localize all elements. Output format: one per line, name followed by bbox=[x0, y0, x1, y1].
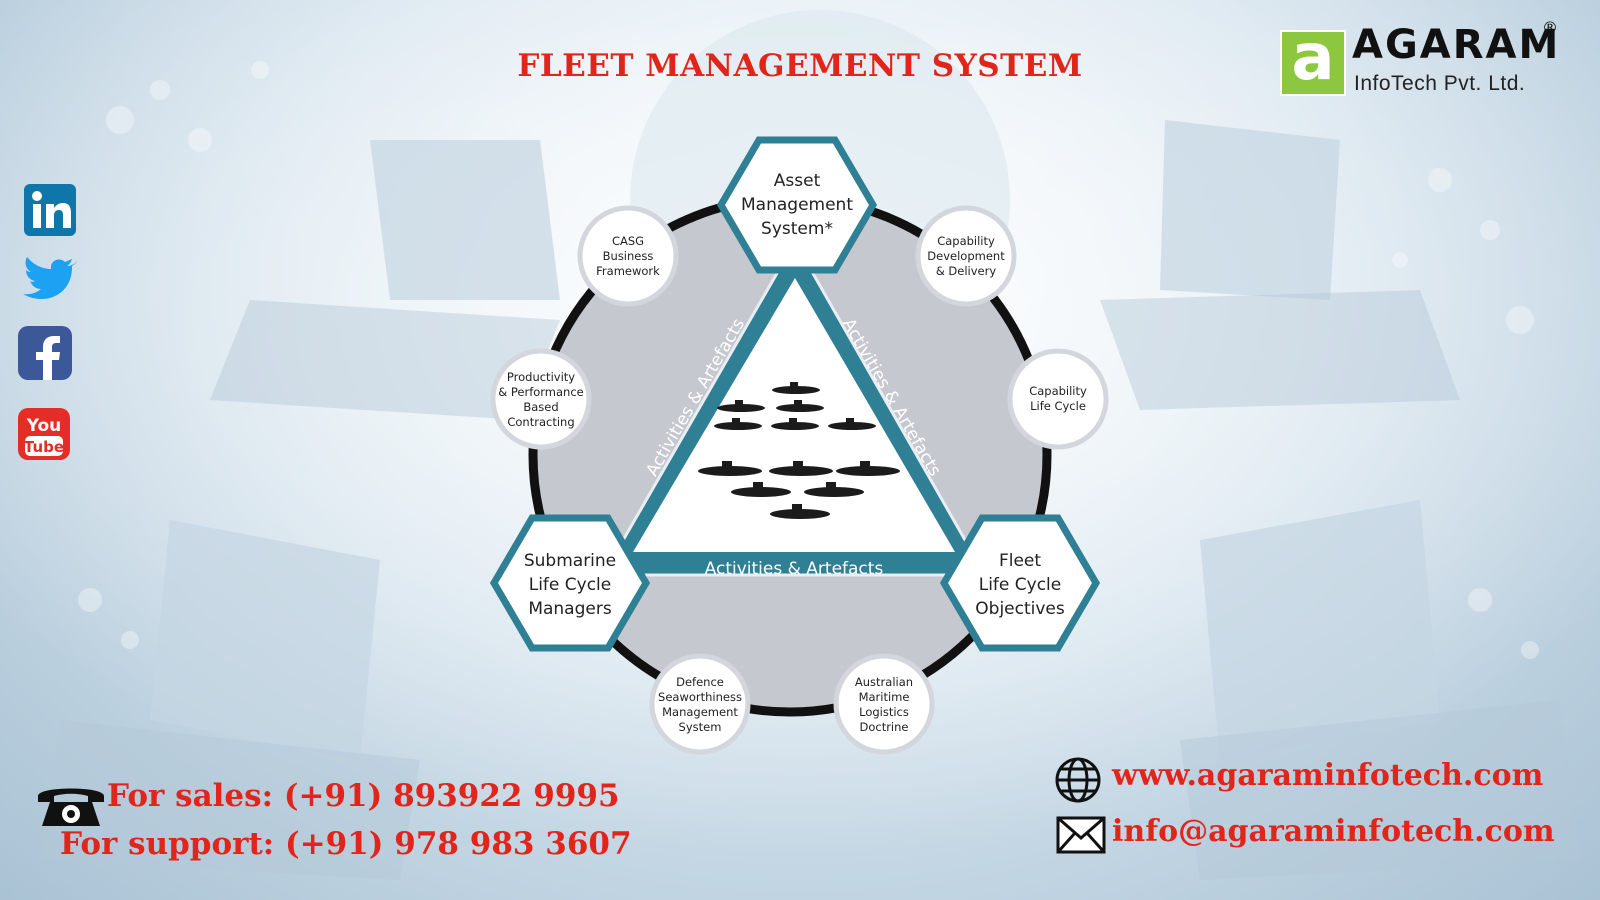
hexagon-submarine-managers: Submarine Life Cycle Managers bbox=[489, 514, 651, 652]
submarine-icon bbox=[731, 482, 791, 497]
circle-label-line: Based bbox=[523, 400, 558, 414]
logo-mark: a bbox=[1280, 26, 1346, 96]
hexagon-label-line: Fleet bbox=[999, 551, 1041, 571]
hexagon-label-line: Life Cycle bbox=[529, 575, 612, 595]
circle-label-line: & Performance bbox=[498, 385, 584, 399]
twitter-icon[interactable] bbox=[16, 256, 78, 308]
circle-capability-development: Capability Development & Delivery bbox=[915, 205, 1017, 307]
page-title: FLEET MANAGEMENT SYSTEM bbox=[517, 48, 1083, 84]
hexagon-label-line: Objectives bbox=[975, 599, 1065, 619]
circle-label-line: Defence bbox=[676, 675, 724, 689]
submarine-icon bbox=[828, 418, 876, 430]
circle-label-line: Life Cycle bbox=[1030, 399, 1086, 413]
logo-name: AGARAM bbox=[1352, 22, 1561, 68]
circle-productivity-contracting: Productivity & Performance Based Contrac… bbox=[490, 348, 592, 450]
mail-icon bbox=[1056, 816, 1106, 854]
circle-label-line: Productivity bbox=[507, 370, 575, 384]
circle-label-line: & Delivery bbox=[936, 264, 997, 278]
circle-label-line: Framework bbox=[596, 264, 660, 278]
hexagon-asset-management: Asset Management System* bbox=[716, 136, 878, 274]
hexagon-fleet-objectives: Fleet Life Cycle Objectives bbox=[939, 514, 1101, 652]
circle-capability-life-cycle: Capability Life Cycle bbox=[1007, 348, 1109, 450]
telephone-icon bbox=[38, 788, 104, 826]
submarine-icon bbox=[714, 418, 762, 430]
triangle-inner bbox=[633, 278, 955, 552]
website-link[interactable]: www.agaraminfotech.com bbox=[1112, 758, 1544, 793]
hexagon-label-line: Management bbox=[741, 195, 853, 215]
email-link[interactable]: info@agaraminfotech.com bbox=[1112, 814, 1555, 849]
hexagon-label-line: Asset bbox=[774, 171, 821, 191]
submarine-icon bbox=[770, 504, 830, 519]
submarine-icon bbox=[698, 461, 762, 476]
circle-label-line: Seaworthiness bbox=[658, 690, 742, 704]
submarine-icon bbox=[769, 461, 833, 476]
submarine-icon bbox=[771, 418, 819, 430]
circle-label-line: Development bbox=[927, 249, 1005, 263]
svg-text:Tube: Tube bbox=[24, 438, 64, 456]
submarine-fleet-graphic bbox=[698, 382, 900, 519]
circle-label-line: CASG bbox=[612, 234, 644, 248]
company-logo: a AGARAM ® InfoTech Pvt. Ltd. bbox=[1280, 18, 1580, 102]
hexagon-label-line: Managers bbox=[528, 599, 612, 619]
circle-label-line: System bbox=[679, 720, 722, 734]
circle-australian-maritime: Australian Maritime Logistics Doctrine bbox=[833, 653, 935, 755]
sales-phone[interactable]: For sales: (+91) 893922 9995 bbox=[107, 778, 620, 814]
hexagon-label-line: Submarine bbox=[524, 551, 616, 571]
circle-label-line: Capability bbox=[1029, 384, 1087, 398]
registered-mark: ® bbox=[1542, 18, 1558, 37]
circle-label-line: Business bbox=[603, 249, 654, 263]
facebook-icon[interactable] bbox=[16, 326, 78, 382]
support-phone[interactable]: For support: (+91) 978 983 3607 bbox=[60, 826, 632, 862]
svg-text:You: You bbox=[26, 416, 62, 436]
submarine-icon bbox=[776, 400, 824, 412]
circle-label-line: Logistics bbox=[859, 705, 909, 719]
submarine-icon bbox=[836, 461, 900, 476]
circle-label-line: Contracting bbox=[507, 415, 574, 429]
youtube-icon[interactable]: You Tube bbox=[16, 406, 78, 462]
circle-label-line: Maritime bbox=[859, 690, 910, 704]
circle-label-line: Management bbox=[662, 705, 738, 719]
circle-defence-seaworthiness: Defence Seaworthiness Management System bbox=[649, 653, 751, 755]
edge-label-bottom: Activities & Artefacts bbox=[705, 559, 884, 579]
circle-label-line: Australian bbox=[855, 675, 913, 689]
submarine-icon bbox=[804, 482, 864, 497]
hexagon-label-line: Life Cycle bbox=[979, 575, 1062, 595]
circle-label-line: Doctrine bbox=[859, 720, 908, 734]
hexagon-label-line: System* bbox=[761, 219, 833, 239]
logo-subtitle: InfoTech Pvt. Ltd. bbox=[1354, 72, 1526, 95]
submarine-icon bbox=[772, 382, 820, 394]
circle-casg-business-framework: CASG Business Framework bbox=[577, 205, 679, 307]
circle-label-line: Capability bbox=[937, 234, 995, 248]
globe-icon bbox=[1055, 757, 1101, 803]
submarine-icon bbox=[717, 400, 765, 412]
linkedin-icon[interactable] bbox=[16, 184, 78, 240]
